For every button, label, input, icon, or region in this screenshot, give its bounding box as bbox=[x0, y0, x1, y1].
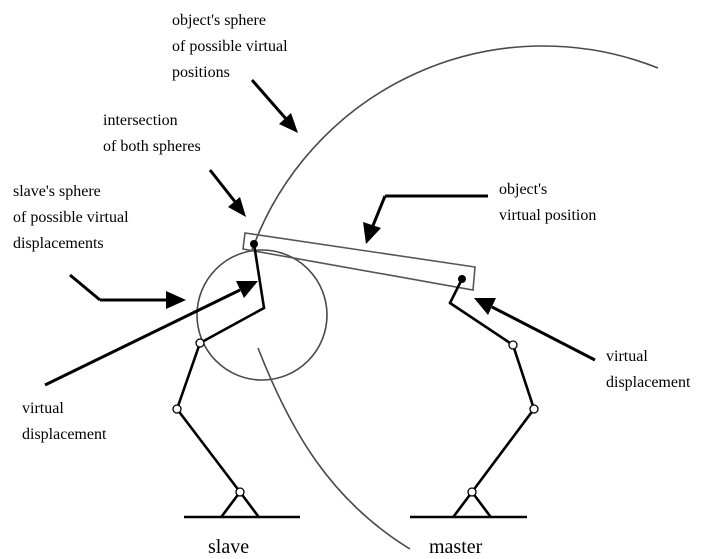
slave-joint-elbow bbox=[172, 404, 182, 414]
master-arm bbox=[410, 277, 539, 519]
slave-sphere bbox=[196, 249, 328, 381]
label-object-sphere: object's sphere of possible virtual posi… bbox=[172, 12, 292, 81]
arrow-virtual-displacement-right bbox=[474, 298, 596, 362]
label-virtual-displacement-right: virtual displacement bbox=[606, 348, 691, 391]
label-slave: slave bbox=[208, 536, 249, 558]
label-master: master bbox=[429, 536, 483, 558]
slave-joint-base bbox=[235, 487, 245, 497]
master-joint-base bbox=[467, 487, 477, 497]
master-joint-elbow bbox=[529, 404, 539, 414]
arrow-object-sphere bbox=[250, 79, 298, 133]
label-object-position: object's virtual position bbox=[499, 181, 596, 224]
slave-arm bbox=[172, 242, 300, 519]
master-joint-shoulder bbox=[508, 340, 518, 350]
arrow-intersection bbox=[208, 169, 246, 217]
slave-joint-shoulder bbox=[195, 338, 205, 348]
arrow-slave-sphere bbox=[69, 273, 186, 309]
label-virtual-displacement-left: virtual displacement bbox=[22, 400, 107, 443]
label-intersection: intersection of both spheres bbox=[103, 112, 201, 155]
arrow-object-position bbox=[363, 194, 488, 244]
object-sphere-arc-lower bbox=[257, 347, 411, 550]
object-sphere-arc bbox=[251, 45, 659, 251]
object-bar bbox=[242, 232, 476, 291]
arrow-virtual-displacement-left bbox=[44, 281, 258, 387]
label-slave-sphere: slave's sphere of possible virtual displ… bbox=[13, 183, 133, 252]
